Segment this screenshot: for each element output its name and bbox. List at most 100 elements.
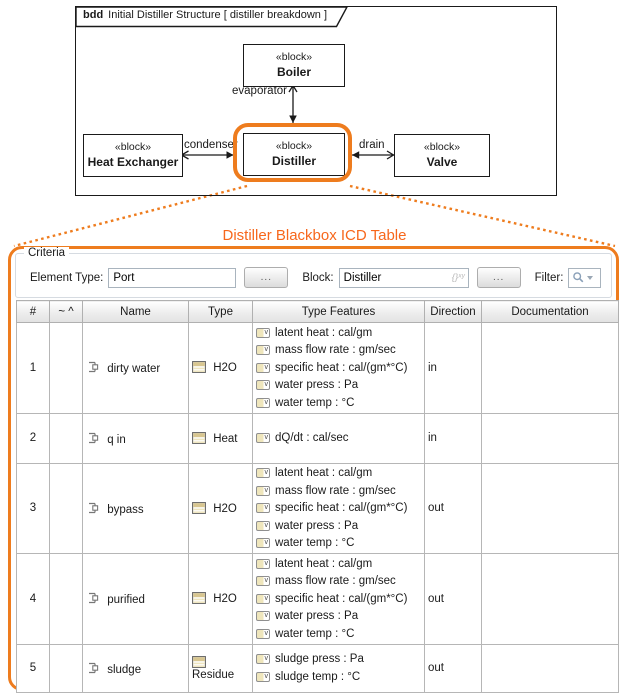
- feature-text: water press : Pa: [275, 519, 359, 532]
- feature-text: water press : Pa: [275, 610, 359, 623]
- diagram-kind: bdd: [83, 9, 104, 21]
- block-icon: [192, 361, 206, 374]
- col-sort[interactable]: ~ ^: [49, 300, 83, 323]
- label-drain: drain: [359, 139, 385, 151]
- type-name: H2O: [213, 362, 237, 375]
- block-name: Valve: [426, 155, 458, 170]
- feature-text: dQ/dt : cal/sec: [275, 432, 349, 444]
- port-icon: [89, 432, 99, 443]
- col-name[interactable]: Name: [82, 300, 189, 323]
- documentation-cell[interactable]: [481, 462, 619, 554]
- col-type[interactable]: Type: [188, 300, 253, 323]
- value-property-icon: [256, 362, 270, 373]
- feature-text: water temp : °C: [275, 537, 355, 550]
- direction: in: [428, 361, 437, 374]
- value-property-icon: [256, 485, 270, 496]
- value-property-icon: [256, 671, 270, 682]
- documentation-cell[interactable]: [481, 412, 619, 464]
- block-input[interactable]: [338, 267, 469, 288]
- block-browse-button[interactable]: ...: [476, 267, 521, 288]
- element-type-label: Element Type:: [30, 271, 104, 284]
- value-property-icon: [256, 327, 270, 338]
- block-field-wrap: {}ˣʸ: [338, 267, 469, 288]
- documentation-cell[interactable]: [481, 322, 619, 414]
- documentation-cell[interactable]: [481, 553, 619, 645]
- feature-text: specific heat : cal/(gm*°C): [275, 502, 408, 515]
- filter-dropdown-icon[interactable]: [587, 275, 594, 280]
- value-property-icon: [256, 653, 270, 665]
- element-type-browse-button[interactable]: ...: [244, 267, 289, 288]
- feature-text: sludge press : Pa: [275, 653, 364, 666]
- feature-text: specific heat : cal/(gm*°C): [275, 592, 408, 605]
- element-type-input[interactable]: [108, 267, 237, 288]
- feature-text: sludge temp : °C: [275, 670, 361, 683]
- row-number: 5: [29, 662, 37, 674]
- row-number: 1: [29, 361, 37, 374]
- type-name: Residue: [192, 668, 235, 681]
- value-property-icon: [256, 344, 270, 356]
- feature-text: mass flow rate : gm/sec: [275, 344, 396, 357]
- value-property-icon: [256, 397, 270, 408]
- row-number: 2: [29, 432, 37, 444]
- value-property-icon: [256, 628, 270, 639]
- block-label: Block:: [302, 271, 334, 284]
- stereotype: «block»: [275, 51, 313, 64]
- block-boiler[interactable]: «block» Boiler: [243, 44, 345, 87]
- block-name: Heat Exchanger: [87, 155, 179, 170]
- filter-input[interactable]: [568, 267, 601, 288]
- port-name: purified: [107, 594, 145, 607]
- table-row: 4 purified H2O latent heat : cal/gm mass…: [16, 553, 619, 645]
- documentation-cell[interactable]: [481, 643, 619, 693]
- value-property-icon: [256, 379, 270, 391]
- port-icon: [89, 593, 99, 604]
- direction: in: [428, 432, 437, 444]
- block-name: Distiller: [271, 154, 316, 169]
- icd-table: # ~ ^ Name Type Type Features Direction …: [16, 300, 619, 693]
- feature-text: water temp : °C: [275, 627, 355, 640]
- port-icon: [89, 502, 99, 513]
- value-property-icon: [256, 593, 270, 604]
- port-name: sludge: [107, 663, 142, 676]
- col-type-features[interactable]: Type Features: [252, 300, 425, 323]
- label-condenser: condenser: [184, 139, 238, 151]
- block-distiller[interactable]: «block» Distiller: [243, 133, 345, 176]
- stereotype: «block»: [423, 141, 461, 154]
- direction: out: [428, 592, 444, 605]
- type-name: H2O: [213, 502, 237, 515]
- port-icon: [89, 362, 99, 373]
- col-direction[interactable]: Direction: [424, 300, 482, 323]
- block-name: Boiler: [276, 65, 311, 80]
- value-property-icon: [256, 520, 270, 531]
- table-row: 5 sludge Residue sludge press : Pa sludg…: [16, 643, 619, 693]
- value-property-icon: [256, 610, 270, 622]
- icd-table-panel: Criteria Element Type: ... Block: {}ˣʸ .…: [8, 246, 619, 693]
- port-name: q in: [107, 433, 126, 446]
- row-number: 3: [29, 502, 37, 515]
- feature-text: mass flow rate : gm/sec: [275, 575, 396, 588]
- stereotype: «block»: [275, 140, 313, 153]
- header-row: # ~ ^ Name Type Type Features Direction …: [16, 300, 619, 323]
- block-valve[interactable]: «block» Valve: [394, 134, 490, 177]
- col-number[interactable]: #: [16, 300, 50, 323]
- block-icon: [192, 592, 206, 605]
- criteria-groupbox: Criteria Element Type: ... Block: {}ˣʸ .…: [15, 247, 612, 298]
- type-name: H2O: [213, 593, 237, 606]
- diagram-tab-shape: [75, 6, 349, 28]
- feature-text: mass flow rate : gm/sec: [275, 484, 396, 497]
- port-name: dirty water: [107, 363, 161, 376]
- feature-text: water press : Pa: [275, 379, 359, 392]
- block-icon: [192, 655, 206, 668]
- icd-table-title: Distiller Blackbox ICD Table: [222, 227, 407, 244]
- col-documentation[interactable]: Documentation: [481, 300, 619, 323]
- port-name: bypass: [107, 503, 144, 516]
- value-property-icon: [256, 558, 270, 569]
- criteria-group-label: Criteria: [24, 247, 70, 259]
- row-number: 4: [29, 592, 37, 605]
- feature-text: water temp : °C: [275, 396, 355, 409]
- type-name: Heat: [213, 432, 238, 445]
- value-property-icon: [256, 575, 270, 587]
- block-heat-exchanger[interactable]: «block» Heat Exchanger: [83, 134, 183, 177]
- value-property-icon: [256, 502, 270, 514]
